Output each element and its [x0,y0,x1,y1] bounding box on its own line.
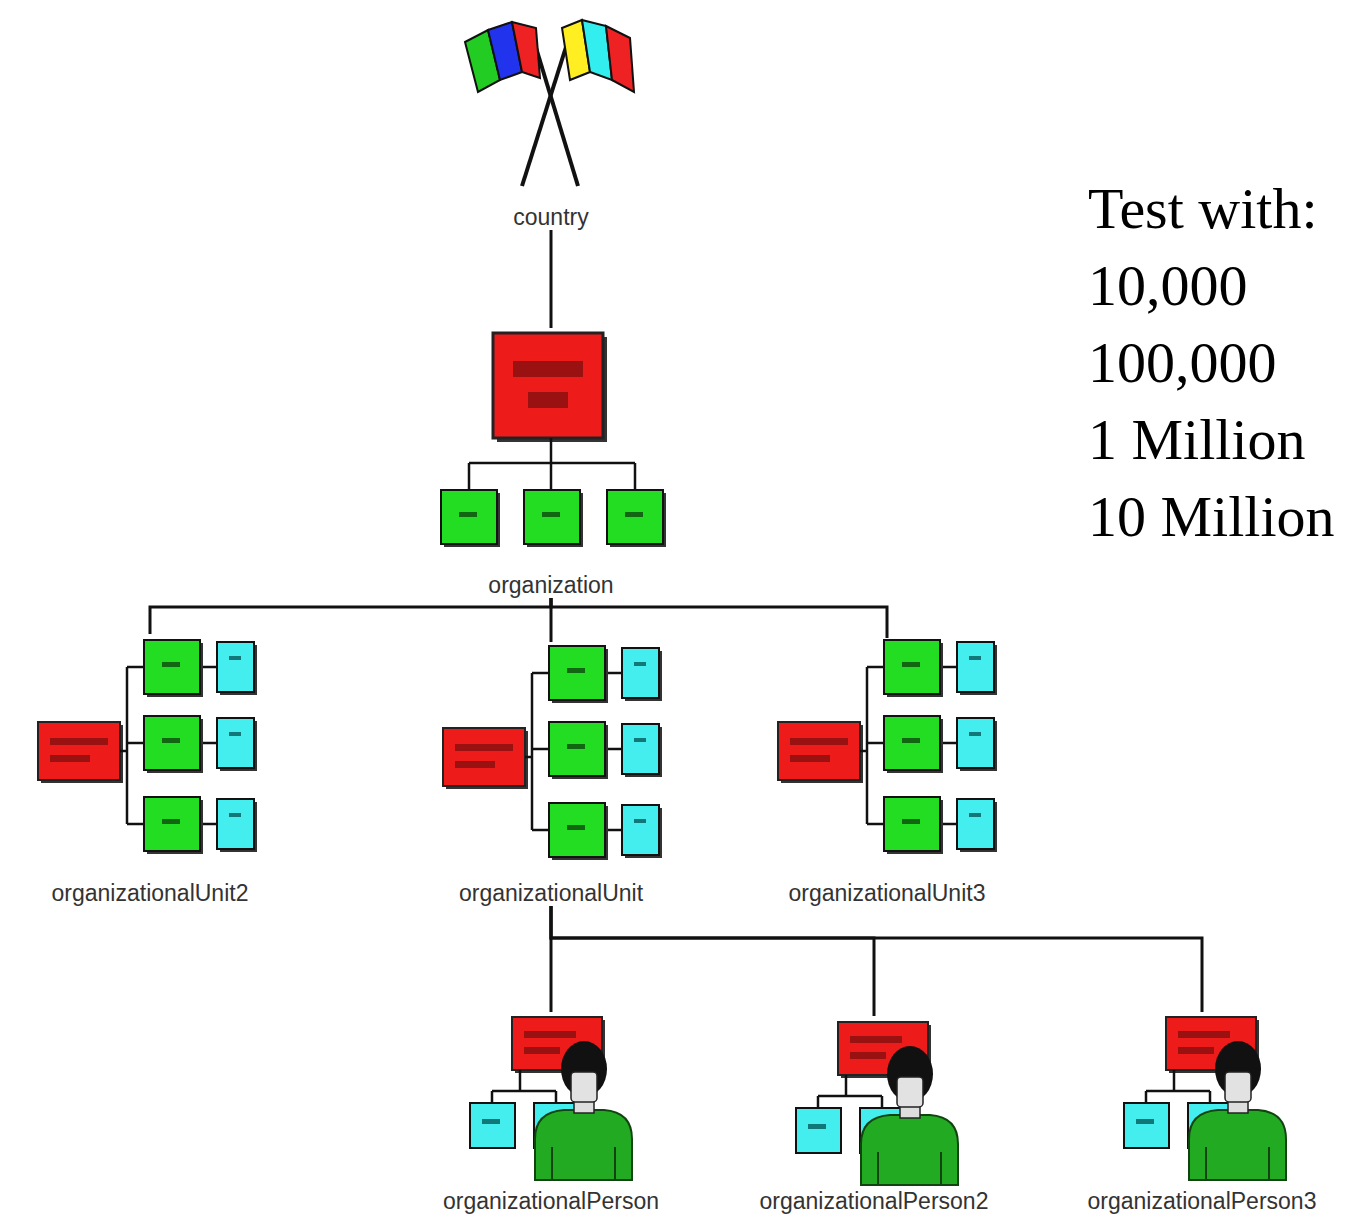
entry-node: country [466,12,636,230]
entry-caption: country [466,204,636,230]
tree-connector [551,598,887,638]
tree-connector [551,906,874,1016]
entry-label: organizationalPerson2 [760,1188,989,1214]
entry-caption: organizationalPerson3 [1082,1188,1323,1214]
note-text: 1 Million [1088,401,1335,478]
entry-node: organization [431,328,671,598]
entry-label: organizationalUnit2 [52,880,249,906]
note-text: 10 Million [1088,478,1335,555]
note-text: 10,000 [1088,247,1335,324]
entry-node: organizationalUnit2 [10,634,290,906]
entry-label: organization [488,572,613,598]
entry-node: organizationalPerson3 [1082,1012,1323,1214]
entry-caption: organizationalPerson [437,1188,666,1214]
entry-caption: organization [431,572,671,598]
entry-node: organizationalUnit [426,642,676,906]
tree-connector [150,598,551,634]
entry-node: organizationalPerson [437,1012,666,1214]
entry-caption: organizationalUnit3 [757,880,1017,906]
entry-label: organizationalUnit3 [789,880,986,906]
note-text: Test with: [1088,170,1335,247]
entry-caption: organizationalUnit [426,880,676,906]
entry-caption: organizationalUnit2 [10,880,290,906]
test-sizes: Test with:10,000100,0001 Million10 Milli… [1088,170,1335,555]
entry-label: country [513,204,588,230]
entry-node: organizationalUnit3 [757,638,1017,906]
tree-connector [551,906,1202,1012]
entry-label: organizationalPerson3 [1088,1188,1317,1214]
entry-label: organizationalUnit [459,880,643,906]
entry-node: organizationalPerson2 [754,1016,995,1214]
entry-label: organizationalPerson [443,1188,659,1214]
note-text: 100,000 [1088,324,1335,401]
tree-connector [550,230,553,328]
entry-caption: organizationalPerson2 [754,1188,995,1214]
